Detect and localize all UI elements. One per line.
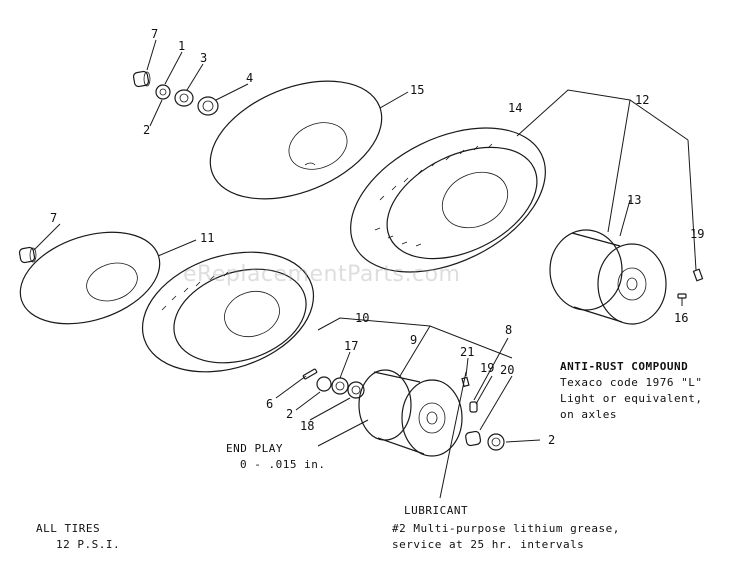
callout-7-lower: 7 <box>50 211 57 225</box>
bushing-lower-right <box>465 430 482 447</box>
washer-17 <box>331 377 349 395</box>
callout-10: 10 <box>355 311 369 325</box>
callout-16: 16 <box>674 311 688 325</box>
anti-rust-line3: on axles <box>560 408 617 421</box>
lubricant-line2: service at 25 hr. intervals <box>392 538 585 551</box>
callout-20: 20 <box>500 363 514 377</box>
callout-19-upper: 19 <box>690 227 704 241</box>
callout-21: 21 <box>460 345 474 359</box>
callout-2-lower-left: 2 <box>286 407 293 421</box>
end-play-value: 0 - .015 in. <box>240 458 326 471</box>
callout-numbers: 7 1 3 4 2 15 14 12 13 19 16 7 11 10 9 8 … <box>50 27 704 447</box>
callout-3: 3 <box>200 51 207 65</box>
callout-1: 1 <box>178 39 185 53</box>
all-tires-line2: 12 P.S.I. <box>56 538 121 551</box>
callout-2-lower-right: 2 <box>548 433 555 447</box>
bushing-19-lower <box>469 401 478 413</box>
bushing-7-lower <box>18 246 37 264</box>
callout-2-upper: 2 <box>143 123 150 137</box>
pin-6 <box>302 368 318 380</box>
valve-stem-19-upper <box>692 268 704 282</box>
valve-cap-16 <box>677 293 687 299</box>
callout-8: 8 <box>505 323 512 337</box>
rim-9 <box>358 369 463 457</box>
callout-12: 12 <box>635 93 649 107</box>
callout-4: 4 <box>246 71 253 85</box>
watermark: eReplacementParts.com <box>183 262 461 287</box>
inner-tube-15 <box>209 80 383 200</box>
rim-13 <box>549 229 667 325</box>
callout-14: 14 <box>508 101 522 115</box>
callout-15: 15 <box>410 83 424 97</box>
washer-2-lower-right <box>487 433 505 451</box>
callout-17: 17 <box>344 339 358 353</box>
callout-6: 6 <box>266 397 273 411</box>
anti-rust-line1: Texaco code 1976 "L" <box>560 376 703 389</box>
tire-10 <box>141 251 315 373</box>
all-tires-line1: ALL TIRES <box>36 522 101 535</box>
end-play-title: END PLAY <box>226 442 283 455</box>
callout-7-upper: 7 <box>151 27 158 41</box>
anti-rust-line2: Light or equivalent, <box>560 392 703 405</box>
seal-18 <box>347 381 365 399</box>
washer-2-lower-left <box>316 376 332 392</box>
callout-19-lower: 19 <box>480 361 494 375</box>
leader-lines <box>33 39 697 499</box>
inner-tube-11 <box>19 231 161 325</box>
anti-rust-title: ANTI-RUST COMPOUND <box>560 360 689 373</box>
callout-9: 9 <box>410 333 417 347</box>
washer-1-upper <box>155 84 171 100</box>
tire-14 <box>350 127 546 273</box>
seal-4-upper <box>197 96 219 116</box>
callout-13: 13 <box>627 193 641 207</box>
callout-11: 11 <box>200 231 214 245</box>
washer-3-upper <box>174 89 194 107</box>
bushing-7-upper <box>132 70 151 88</box>
callout-18: 18 <box>300 419 314 433</box>
lubricant-line1: #2 Multi-purpose lithium grease, <box>392 522 620 535</box>
lubricant-title: LUBRICANT <box>404 504 469 517</box>
